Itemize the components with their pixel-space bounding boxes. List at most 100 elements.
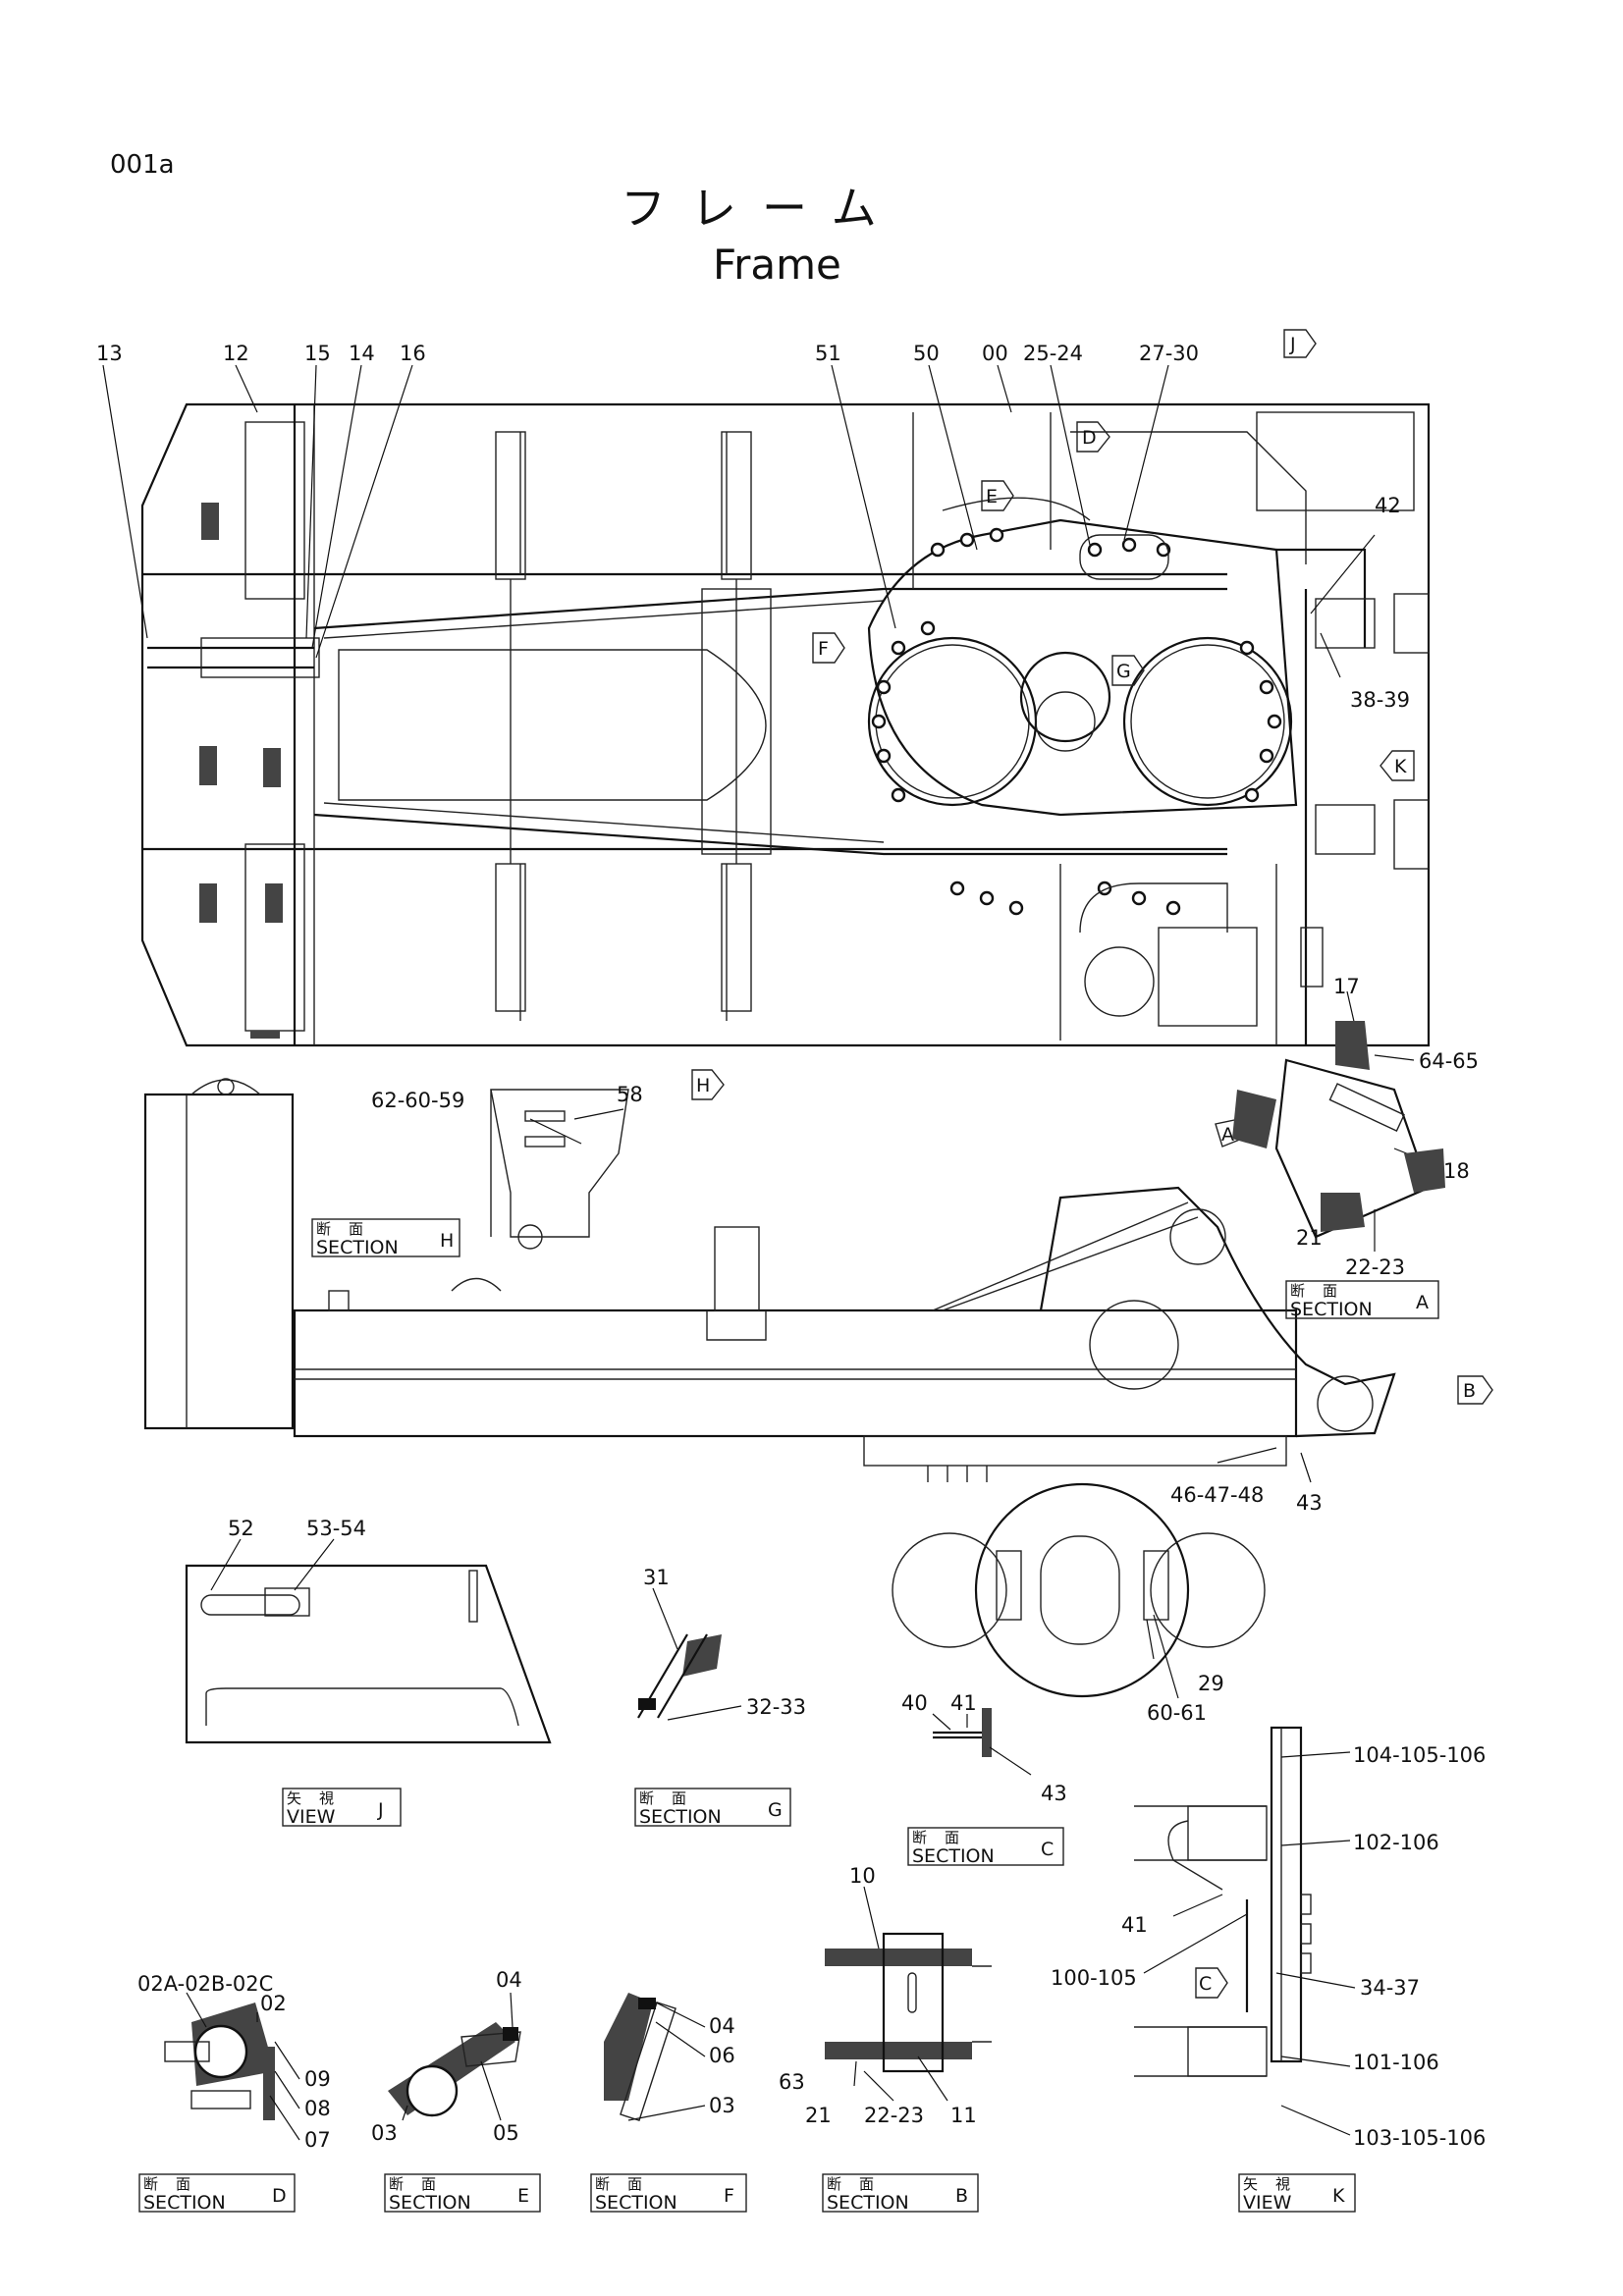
label-38-39: 38-39 bbox=[1350, 688, 1410, 712]
label-12: 12 bbox=[223, 342, 249, 365]
section-tag-c: 断面 SECTION C bbox=[907, 1827, 1064, 1867]
label-15: 15 bbox=[304, 342, 331, 365]
svg-text:F: F bbox=[724, 2185, 734, 2207]
label-16: 16 bbox=[400, 342, 426, 365]
section-tag-a: 断面 SECTION A bbox=[1285, 1280, 1439, 1320]
label-10: 10 bbox=[849, 1864, 876, 1888]
svg-text:断面: 断面 bbox=[639, 1789, 704, 1807]
plan-view-callouts: 13 12 15 14 16 51 50 00 25-24 27-30 42 3… bbox=[96, 342, 1479, 1279]
svg-text:B: B bbox=[1463, 1380, 1476, 1402]
view-marker-j: J bbox=[1283, 329, 1317, 358]
label-52: 52 bbox=[228, 1517, 254, 1540]
frame-plan-view bbox=[140, 402, 1431, 1047]
label-46-47-48: 46-47-48 bbox=[1170, 1483, 1264, 1507]
svg-text:F: F bbox=[818, 638, 829, 660]
label-40: 40 bbox=[901, 1691, 928, 1715]
svg-text:A: A bbox=[1221, 1124, 1234, 1146]
label-21b: 21 bbox=[805, 2104, 832, 2127]
svg-text:VIEW: VIEW bbox=[1243, 2192, 1292, 2214]
svg-text:断面: 断面 bbox=[143, 2175, 208, 2193]
svg-text:断面: 断面 bbox=[827, 2175, 892, 2193]
svg-text:B: B bbox=[955, 2185, 968, 2207]
svg-text:D: D bbox=[1082, 427, 1097, 449]
section-tag-e: 断面 SECTION E bbox=[384, 2173, 541, 2214]
label-63: 63 bbox=[779, 2070, 805, 2094]
label-11: 11 bbox=[950, 2104, 977, 2127]
section-tag-d: 断面 SECTION D bbox=[138, 2173, 296, 2214]
svg-text:K: K bbox=[1394, 756, 1407, 777]
label-21a: 21 bbox=[1296, 1226, 1323, 1250]
label-43b: 43 bbox=[1041, 1782, 1067, 1805]
svg-text:SECTION: SECTION bbox=[827, 2192, 909, 2214]
view-marker-h: H bbox=[691, 1069, 725, 1100]
label-41b: 41 bbox=[1121, 1913, 1148, 1937]
label-07: 07 bbox=[304, 2128, 331, 2152]
svg-text:断面: 断面 bbox=[389, 2175, 454, 2193]
view-tag-k: 矢視 VIEW K bbox=[1238, 2173, 1356, 2214]
svg-text:G: G bbox=[1116, 661, 1131, 682]
label-17: 17 bbox=[1333, 975, 1360, 998]
svg-text:SECTION: SECTION bbox=[143, 2192, 226, 2214]
label-14: 14 bbox=[349, 342, 375, 365]
label-04b: 04 bbox=[709, 2014, 735, 2038]
view-j-drawing: 52 53-54 bbox=[185, 1517, 552, 1744]
page-code: 001a bbox=[110, 150, 175, 180]
label-64-65: 64-65 bbox=[1419, 1049, 1479, 1073]
section-tag-b: 断面 SECTION B bbox=[822, 2173, 979, 2214]
label-42: 42 bbox=[1375, 494, 1401, 517]
label-29: 29 bbox=[1198, 1672, 1224, 1695]
label-22-23a: 22-23 bbox=[1345, 1255, 1405, 1279]
section-tag-h: 断面 SECTION H bbox=[311, 1218, 460, 1258]
label-43a: 43 bbox=[1296, 1491, 1323, 1515]
label-04a: 04 bbox=[496, 1968, 522, 1992]
view-marker-e: E bbox=[981, 480, 1014, 511]
view-marker-c: C bbox=[1195, 1967, 1228, 1999]
label-102-106: 102-106 bbox=[1353, 1831, 1439, 1854]
label-51: 51 bbox=[815, 342, 841, 365]
svg-text:H: H bbox=[696, 1075, 710, 1096]
title-japanese: フレーム bbox=[621, 182, 902, 235]
section-b-drawing: 10 63 21 22-23 11 bbox=[779, 1864, 992, 2127]
label-05: 05 bbox=[493, 2121, 519, 2145]
label-50: 50 bbox=[913, 342, 940, 365]
svg-text:SECTION: SECTION bbox=[595, 2192, 677, 2214]
view-marker-k: K bbox=[1380, 750, 1415, 781]
svg-text:H: H bbox=[440, 1230, 454, 1252]
label-02a-02b-02c: 02A-02B-02C bbox=[137, 1972, 273, 1996]
view-tag-j: 矢視 VIEW J bbox=[282, 1788, 402, 1828]
label-41a: 41 bbox=[950, 1691, 977, 1715]
svg-text:断面: 断面 bbox=[316, 1220, 381, 1238]
label-02: 02 bbox=[260, 1992, 287, 2015]
section-tag-f: 断面 SECTION F bbox=[590, 2173, 747, 2214]
label-62-60-59: 62-60-59 bbox=[371, 1089, 464, 1112]
svg-text:E: E bbox=[986, 486, 998, 507]
view-marker-b: B bbox=[1457, 1375, 1493, 1405]
label-03b: 03 bbox=[709, 2094, 735, 2117]
label-09: 09 bbox=[304, 2067, 331, 2091]
label-104-105-106: 104-105-106 bbox=[1353, 1743, 1486, 1767]
svg-text:SECTION: SECTION bbox=[912, 1845, 995, 1867]
svg-text:C: C bbox=[1041, 1839, 1054, 1860]
svg-text:矢視: 矢視 bbox=[1243, 2175, 1308, 2193]
section-f-drawing: 04 06 03 bbox=[604, 1993, 735, 2122]
view-marker-g: G bbox=[1111, 655, 1145, 686]
label-08: 08 bbox=[304, 2097, 331, 2120]
svg-text:断面: 断面 bbox=[912, 1829, 977, 1846]
label-25-24: 25-24 bbox=[1023, 342, 1083, 365]
svg-text:VIEW: VIEW bbox=[287, 1806, 336, 1828]
svg-text:J: J bbox=[1289, 334, 1296, 355]
svg-text:断面: 断面 bbox=[1290, 1282, 1355, 1300]
frame-side-view: 62-60-59 58 46-47-48 43 bbox=[143, 1078, 1396, 1515]
section-e-drawing: 04 03 05 bbox=[371, 1968, 522, 2145]
svg-text:C: C bbox=[1199, 1973, 1212, 1995]
view-markers: J D E F G K H A bbox=[691, 329, 1493, 1999]
label-18: 18 bbox=[1443, 1159, 1470, 1183]
turntable-detail-drawing: 29 60-61 bbox=[892, 1482, 1266, 1725]
title-english: Frame bbox=[713, 240, 841, 289]
label-103-105-106: 103-105-106 bbox=[1353, 2126, 1486, 2150]
label-06: 06 bbox=[709, 2044, 735, 2067]
svg-text:E: E bbox=[517, 2185, 529, 2207]
section-g-drawing: 31 32-33 bbox=[637, 1566, 806, 1721]
svg-text:K: K bbox=[1332, 2185, 1345, 2207]
